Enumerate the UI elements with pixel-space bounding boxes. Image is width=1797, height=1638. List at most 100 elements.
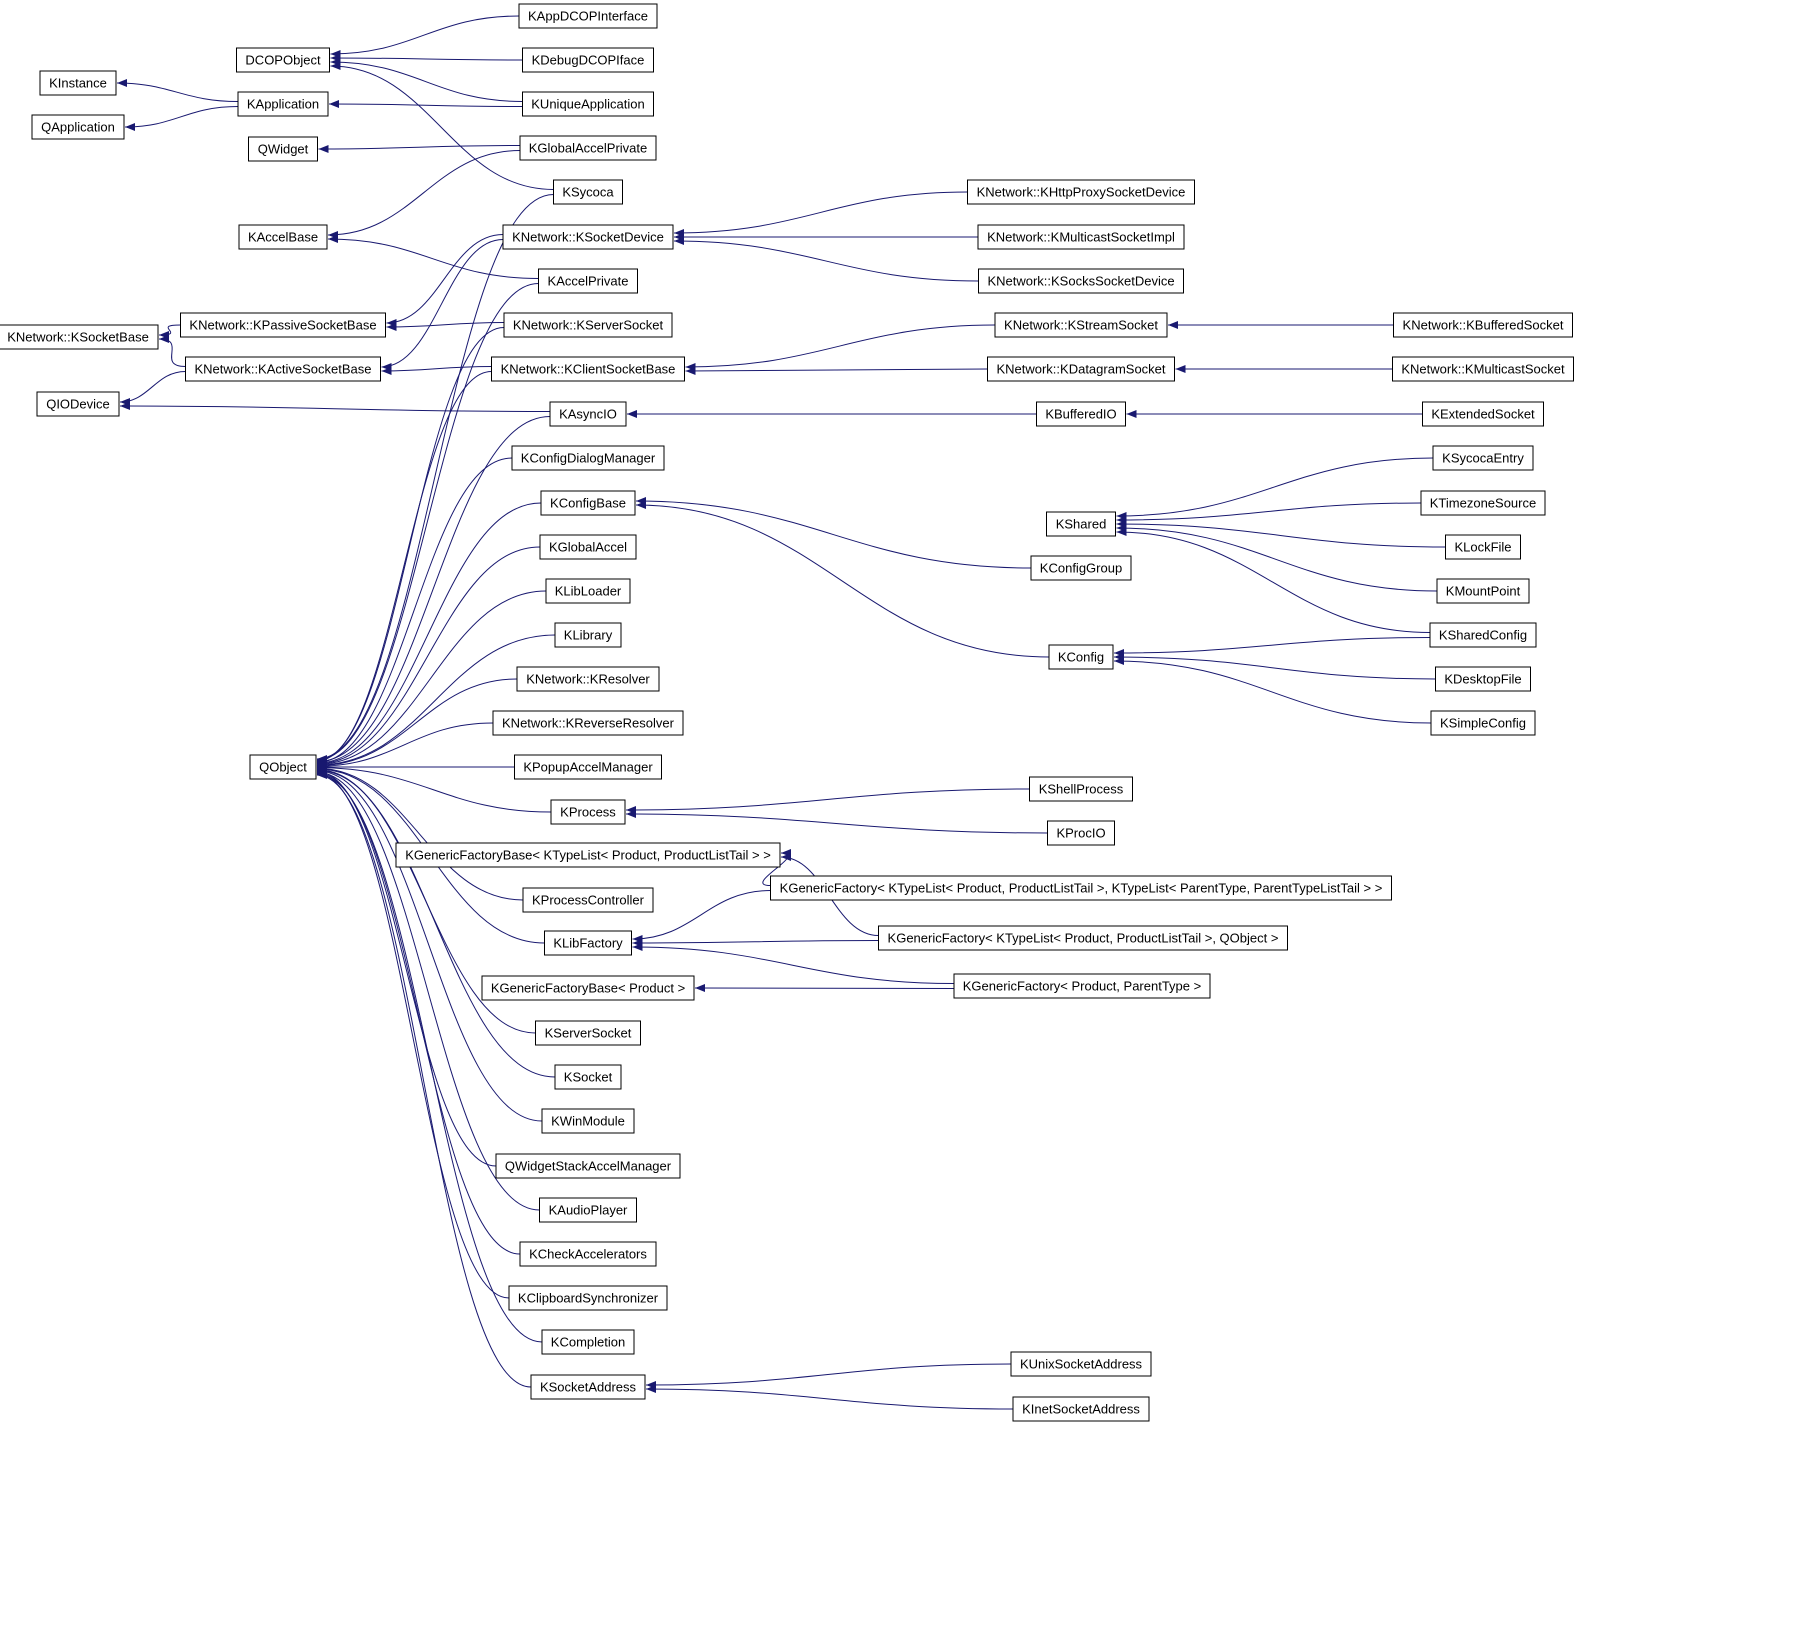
class-node-kaccelbase[interactable]: KAccelBase xyxy=(238,224,328,250)
class-node-label: KSycoca xyxy=(562,185,614,200)
class-node-qiodevice[interactable]: QIODevice xyxy=(36,391,120,417)
class-node-box xyxy=(492,710,684,736)
class-node-kapplication[interactable]: KApplication xyxy=(237,91,329,117)
class-node-kunixsocketaddress[interactable]: KUnixSocketAddress xyxy=(1010,1351,1152,1377)
class-node-ksharedconfig[interactable]: KSharedConfig xyxy=(1429,622,1537,648)
class-node-kglobalaccel[interactable]: KGlobalAccel xyxy=(539,534,637,560)
class-node-kwinmodule[interactable]: KWinModule xyxy=(541,1108,635,1134)
class-node-box xyxy=(185,356,381,382)
class-node-box xyxy=(1046,511,1116,537)
class-node-knetwork-khttpproxysocketdevice[interactable]: KNetwork::KHttpProxySocketDevice xyxy=(967,179,1195,205)
class-node-box xyxy=(1047,820,1115,846)
class-node-kshared[interactable]: KShared xyxy=(1046,511,1116,537)
class-node-knetwork-kpassivesocketbase[interactable]: KNetwork::KPassiveSocketBase xyxy=(180,312,386,338)
class-node-kconfiggroup[interactable]: KConfigGroup xyxy=(1030,555,1132,581)
class-node-knetwork-kmulticastsocketimpl[interactable]: KNetwork::KMulticastSocketImpl xyxy=(977,224,1185,250)
edge-ksimpleconfig--kconfig xyxy=(1113,657,1432,724)
class-node-box xyxy=(1445,534,1521,560)
class-node-qwidget[interactable]: QWidget xyxy=(248,136,318,162)
class-node-label: KGenericFactoryBase< Product > xyxy=(491,981,685,996)
class-node-kconfigdialogmanager[interactable]: KConfigDialogManager xyxy=(511,445,665,471)
class-node-klockfile[interactable]: KLockFile xyxy=(1445,534,1521,560)
class-node-kaudioplayer[interactable]: KAudioPlayer xyxy=(539,1197,637,1223)
class-node-qapplication[interactable]: QApplication xyxy=(31,114,125,140)
class-node-klibfactory[interactable]: KLibFactory xyxy=(544,930,632,956)
class-node-kglobalaccelprivate[interactable]: KGlobalAccelPrivate xyxy=(519,135,657,161)
class-node-klibrary[interactable]: KLibrary xyxy=(554,622,622,648)
class-node-box xyxy=(1012,1396,1150,1422)
class-node-label: KNetwork::KSocksSocketDevice xyxy=(987,274,1174,289)
class-node-knetwork-kreverseresolver[interactable]: KNetwork::KReverseResolver xyxy=(492,710,684,736)
class-node-kuniqueapplication[interactable]: KUniqueApplication xyxy=(522,91,654,117)
class-node-knetwork-kclientsocketbase[interactable]: KNetwork::KClientSocketBase xyxy=(491,356,685,382)
class-node-kinstance[interactable]: KInstance xyxy=(39,70,117,96)
class-node-ksycocaentry[interactable]: KSycocaEntry xyxy=(1432,445,1534,471)
class-node-box xyxy=(1435,666,1531,692)
class-node-kasyncio[interactable]: KAsyncIO xyxy=(549,401,627,427)
class-node-kclipboardsynchronizer[interactable]: KClipboardSynchronizer xyxy=(508,1285,668,1311)
class-node-box xyxy=(495,1153,681,1179)
class-node-kcheckaccelerators[interactable]: KCheckAccelerators xyxy=(519,1241,657,1267)
class-node-kmountpoint[interactable]: KMountPoint xyxy=(1436,578,1530,604)
class-node-knetwork-kserversocket[interactable]: KNetwork::KServerSocket xyxy=(503,312,673,338)
class-node-dcopobject[interactable]: DCOPObject xyxy=(236,47,330,73)
edge-kdesktopfile--kconfig xyxy=(1113,653,1436,680)
class-node-label: KAccelPrivate xyxy=(548,274,629,289)
class-node-box xyxy=(1430,710,1536,736)
edge-kconfigbase--qobject xyxy=(316,502,542,767)
class-node-label: KNetwork::KResolver xyxy=(526,672,650,687)
class-node-ktimezonesource[interactable]: KTimezoneSource xyxy=(1420,490,1546,516)
class-node-ksocketaddress[interactable]: KSocketAddress xyxy=(530,1374,646,1400)
edge-kgenericfactory-ktypelist-product-productlisttail-ktypelist-parenttype-parenttypelisttail--klibfactory xyxy=(632,890,771,943)
class-node-kprocio[interactable]: KProcIO xyxy=(1047,820,1115,846)
class-node-kgenericfactory-ktypelist-product-productlisttail-qobject[interactable]: KGenericFactory< KTypeList< Product, Pro… xyxy=(878,925,1288,951)
class-node-knetwork-ksockssocketdevice[interactable]: KNetwork::KSocksSocketDevice xyxy=(978,268,1184,294)
class-node-qwidgetstackaccelmanager[interactable]: QWidgetStackAccelManager xyxy=(495,1153,681,1179)
class-node-label: KNetwork::KServerSocket xyxy=(513,318,664,333)
class-node-knetwork-kactivesocketbase[interactable]: KNetwork::KActiveSocketBase xyxy=(185,356,381,382)
class-node-kpopupaccelmanager[interactable]: KPopupAccelManager xyxy=(514,754,662,780)
class-node-kdesktopfile[interactable]: KDesktopFile xyxy=(1435,666,1531,692)
class-node-knetwork-kbufferedsocket[interactable]: KNetwork::KBufferedSocket xyxy=(1393,312,1573,338)
class-node-knetwork-kstreamsocket[interactable]: KNetwork::KStreamSocket xyxy=(994,312,1168,338)
class-node-kshellprocess[interactable]: KShellProcess xyxy=(1029,776,1133,802)
class-node-ksimpleconfig[interactable]: KSimpleConfig xyxy=(1430,710,1536,736)
class-node-label: KNetwork::KSocketDevice xyxy=(512,230,664,245)
class-node-kbufferedio[interactable]: KBufferedIO xyxy=(1036,401,1126,427)
class-node-ksycoca[interactable]: KSycoca xyxy=(553,179,623,205)
class-node-label: KGenericFactory< KTypeList< Product, Pro… xyxy=(780,881,1383,896)
class-node-kserversocket[interactable]: KServerSocket xyxy=(535,1020,641,1046)
class-node-kcompletion[interactable]: KCompletion xyxy=(541,1329,635,1355)
class-node-knetwork-kresolver[interactable]: KNetwork::KResolver xyxy=(516,666,660,692)
class-node-box xyxy=(977,224,1185,250)
class-node-kprocesscontroller[interactable]: KProcessController xyxy=(522,887,654,913)
class-node-box xyxy=(538,268,638,294)
edge-knetwork-kreverseresolver--qobject xyxy=(316,722,494,771)
class-node-kdebugdcopiface[interactable]: KDebugDCOPIface xyxy=(522,47,654,73)
class-node-kgenericfactory-product-parenttype[interactable]: KGenericFactory< Product, ParentType > xyxy=(953,973,1211,999)
class-node-klibloader[interactable]: KLibLoader xyxy=(545,578,631,604)
class-node-knetwork-ksocketbase[interactable]: KNetwork::KSocketBase xyxy=(0,324,159,350)
class-node-knetwork-kdatagramsocket[interactable]: KNetwork::KDatagramSocket xyxy=(987,356,1175,382)
class-node-kinetsocketaddress[interactable]: KInetSocketAddress xyxy=(1012,1396,1150,1422)
edge-klibrary--qobject xyxy=(316,634,556,769)
class-node-ksocket[interactable]: KSocket xyxy=(554,1064,622,1090)
class-node-qobject[interactable]: QObject xyxy=(249,754,317,780)
class-node-kaccelprivate[interactable]: KAccelPrivate xyxy=(538,268,638,294)
class-node-kconfig[interactable]: KConfig xyxy=(1048,644,1114,670)
class-node-kgenericfactory-ktypelist-product-productlisttail-ktypelist-parenttype-parenttypelisttail[interactable]: KGenericFactory< KTypeList< Product, Pro… xyxy=(770,875,1392,901)
class-node-kextendedsocket[interactable]: KExtendedSocket xyxy=(1422,401,1544,427)
class-node-label: KGenericFactoryBase< KTypeList< Product,… xyxy=(405,848,771,863)
class-node-kprocess[interactable]: KProcess xyxy=(550,799,626,825)
class-node-kgenericfactorybase-product[interactable]: KGenericFactoryBase< Product > xyxy=(481,975,695,1001)
edge-qwidgetstackaccelmanager--qobject xyxy=(316,767,497,1167)
class-node-label: KGenericFactory< KTypeList< Product, Pro… xyxy=(888,931,1279,946)
class-node-kgenericfactorybase-ktypelist-product-productlisttail[interactable]: KGenericFactoryBase< KTypeList< Product,… xyxy=(395,842,781,868)
class-node-kconfigbase[interactable]: KConfigBase xyxy=(540,490,636,516)
edge-kaccelprivate--qobject xyxy=(316,283,539,764)
class-node-label: KConfigBase xyxy=(550,496,626,511)
class-node-knetwork-ksocketdevice[interactable]: KNetwork::KSocketDevice xyxy=(502,224,674,250)
class-node-knetwork-kmulticastsocket[interactable]: KNetwork::KMulticastSocket xyxy=(1392,356,1574,382)
class-node-kappdcopinterface[interactable]: KAppDCOPInterface xyxy=(518,3,658,29)
class-node-label: KNetwork::KMulticastSocket xyxy=(1401,362,1565,377)
